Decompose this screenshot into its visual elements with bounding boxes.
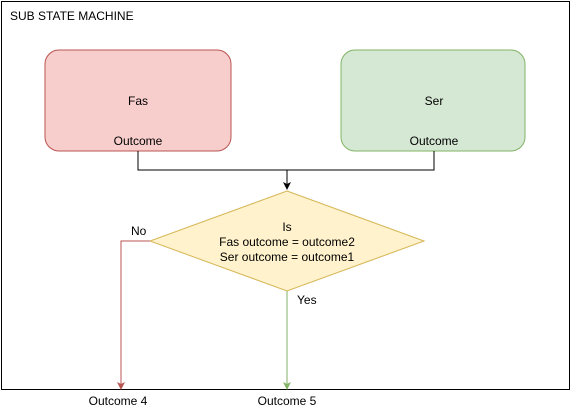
container-title: SUB STATE MACHINE — [10, 9, 134, 23]
state-ser-outcome-port[interactable]: Outcome — [410, 134, 459, 148]
outcome-4-label[interactable]: Outcome 4 — [89, 394, 148, 408]
state-ser[interactable] — [340, 49, 526, 152]
outcome-5-label[interactable]: Outcome 5 — [258, 394, 317, 408]
outcome-merge-connector — [137, 151, 435, 171]
state-fas-name: Fas — [128, 94, 148, 108]
no-branch-label: No — [131, 224, 147, 238]
no-branch-arrow — [117, 240, 150, 390]
decision-line-3: Ser outcome = outcome1 — [220, 250, 355, 264]
decision-line-2: Fas outcome = outcome2 — [219, 235, 355, 249]
yes-branch-label: Yes — [297, 293, 317, 307]
state-fas-outcome-port[interactable]: Outcome — [114, 134, 163, 148]
decision-line-1: Is — [282, 220, 291, 234]
state-ser-name: Ser — [425, 94, 444, 108]
